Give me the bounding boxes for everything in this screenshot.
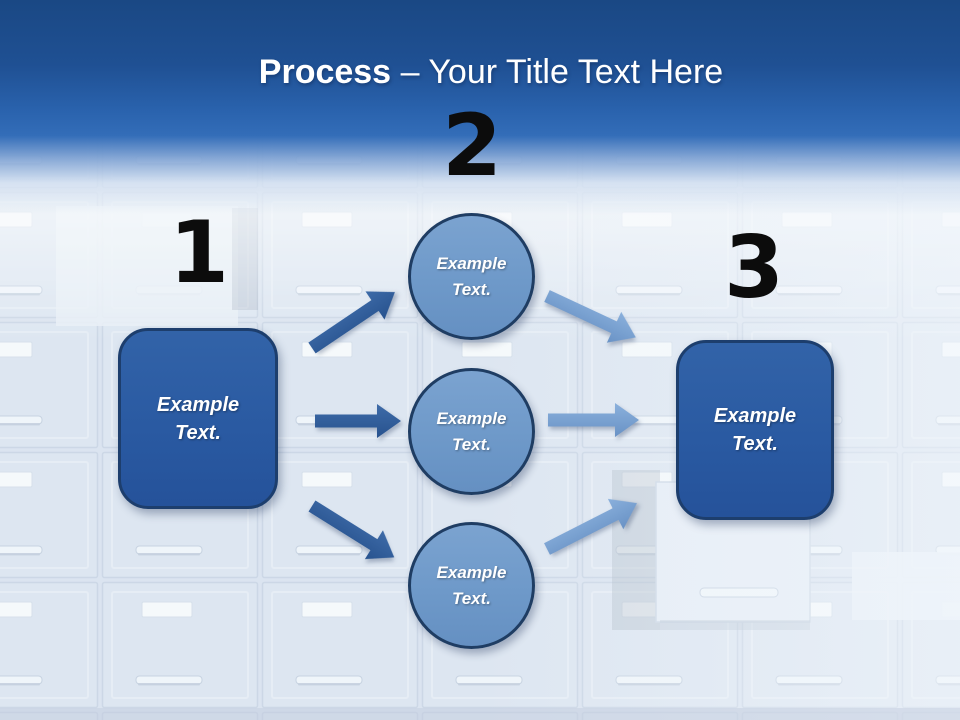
step-number-1: 1: [169, 203, 229, 303]
process-circle-bottom-label: Example Text.: [436, 562, 507, 608]
step-number-2: 2: [442, 96, 502, 196]
process-circle-middle-label: Example Text.: [436, 408, 507, 454]
process-circle-top-label: Example Text.: [436, 253, 507, 299]
process-box-step1: Example Text.: [118, 328, 278, 509]
process-box-step3-label: Example Text.: [713, 405, 797, 455]
process-box-step1-label: Example Text.: [156, 393, 240, 444]
step-number-3: 3: [724, 218, 784, 318]
process-circle-top: Example Text.: [408, 213, 535, 340]
process-circle-bottom: Example Text.: [408, 522, 535, 649]
process-circle-middle: Example Text.: [408, 368, 535, 495]
process-box-step3: Example Text.: [676, 340, 834, 520]
